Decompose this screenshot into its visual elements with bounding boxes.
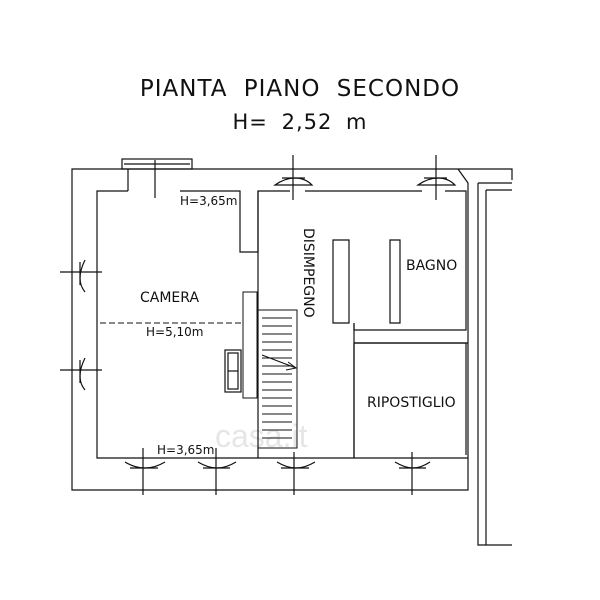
height-label-middle: H=5,10m: [146, 325, 204, 339]
balcony: [121, 158, 193, 170]
room-label-bagno: BAGNO: [406, 258, 457, 274]
watermark: casa.it: [215, 418, 308, 454]
room-label-ripostiglio: RIPOSTIGLIO: [367, 395, 456, 411]
windows: [60, 155, 457, 495]
staircase: [242, 291, 298, 449]
height-label-top: H=3,65m: [180, 194, 238, 208]
plan-height: H= 2,52 m: [232, 110, 368, 134]
walls: [71, 168, 513, 546]
height-label-bottom: H=3,65m: [157, 443, 215, 457]
chimney: [224, 349, 242, 393]
room-label-camera: CAMERA: [140, 290, 199, 306]
room-label-disimpegno: DISIMPEGNO: [300, 228, 316, 318]
plan-title: PIANTA PIANO SECONDO: [139, 76, 461, 102]
